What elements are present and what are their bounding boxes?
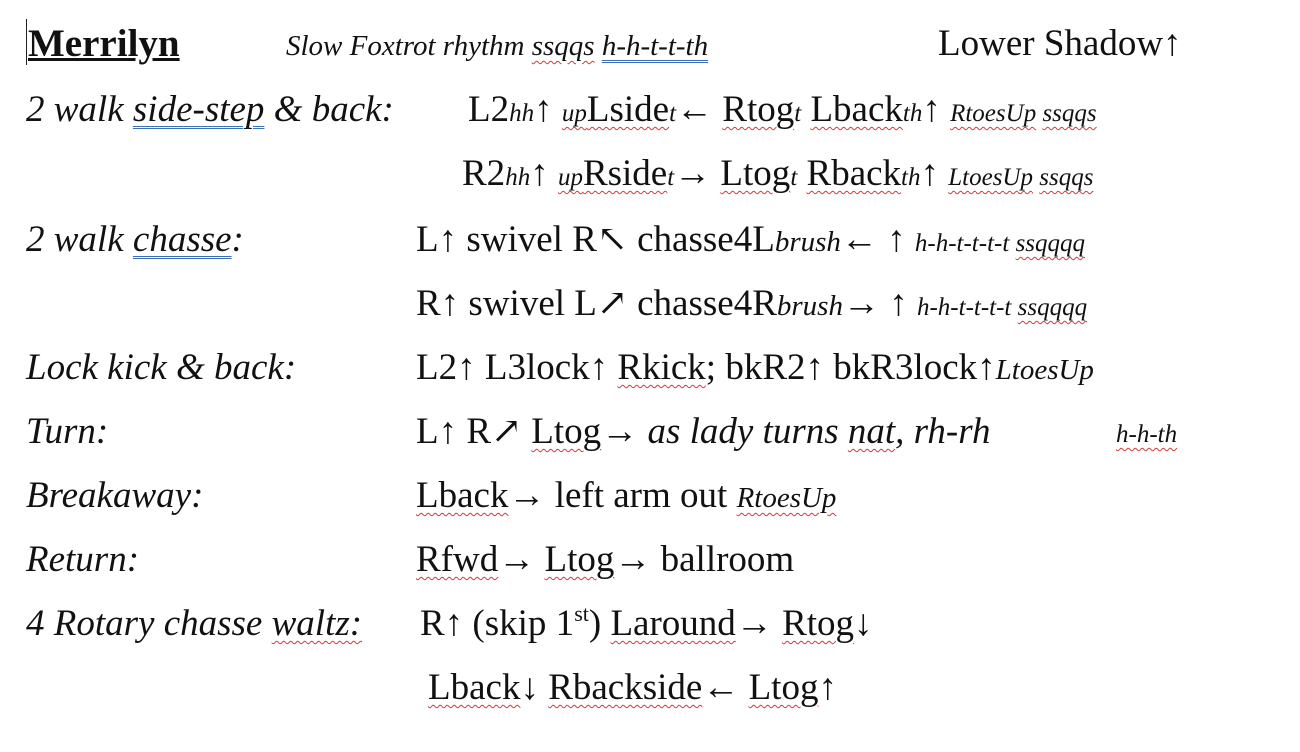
step-line[interactable]: Lback↓ Rbackside← Ltog↑	[428, 667, 837, 708]
rhythm-label: Slow Foxtrot rhythm	[286, 30, 525, 62]
rhythm-code[interactable]: h-h-th	[1116, 421, 1178, 448]
figure-label[interactable]: 4 Rotary chasse waltz:	[26, 603, 363, 644]
figure-label-link: waltz:	[271, 603, 363, 644]
step-line[interactable]: R↑ (skip 1st) Laround→ Rtog↓	[420, 601, 873, 645]
rhythm-code-1: ssqqs	[531, 30, 595, 62]
figure-label[interactable]: Lock kick & back:	[26, 347, 297, 388]
document-title[interactable]: Merrilyn	[28, 22, 180, 65]
figure-label[interactable]: 2 walk chasse:	[26, 219, 244, 260]
figure-label-link: side-step	[132, 89, 265, 130]
rhythm-line[interactable]: Slow Foxtrot rhythm ssqqs h-h-t-t-th	[286, 24, 708, 68]
step-line[interactable]: Lback→ left arm out RtoesUp	[416, 475, 837, 516]
text-cursor	[26, 19, 27, 65]
figure-label[interactable]: Breakaway:	[26, 475, 204, 516]
step-line[interactable]: R2hh↑ upRsidet→ Ltogt Rbackth↑ LtoesUp s…	[462, 153, 1094, 194]
step-line[interactable]: R↑ swivel L↗ chasse4Rbrush→ ↑ h-h-t-t-t-…	[416, 283, 1088, 324]
step-line[interactable]: L↑ R↗ Ltog→ as lady turns nat, rh-rh	[416, 411, 991, 452]
step-line[interactable]: L↑ swivel R↖ chasse4Lbrush← ↑ h-h-t-t-t-…	[416, 219, 1086, 260]
figure-name[interactable]: Lower Shadow↑	[938, 23, 1182, 64]
step-line[interactable]: L2↑ L3lock↑ Rkick; bkR2↑ bkR3lock↑LtoesU…	[416, 347, 1094, 388]
step-line[interactable]: L2hh↑ upLsidet← Rtogt Lbackth↑ RtoesUp s…	[468, 89, 1097, 130]
figure-label[interactable]: 2 walk side-step & back:	[26, 89, 394, 130]
figure-label-link: chasse	[132, 219, 232, 260]
rhythm-code-2: h-h-t-t-th	[601, 30, 709, 62]
figure-label[interactable]: Turn:	[26, 411, 109, 452]
step-line[interactable]: Rfwd→ Ltog→ ballroom	[416, 539, 795, 580]
figure-label[interactable]: Return:	[26, 539, 140, 580]
